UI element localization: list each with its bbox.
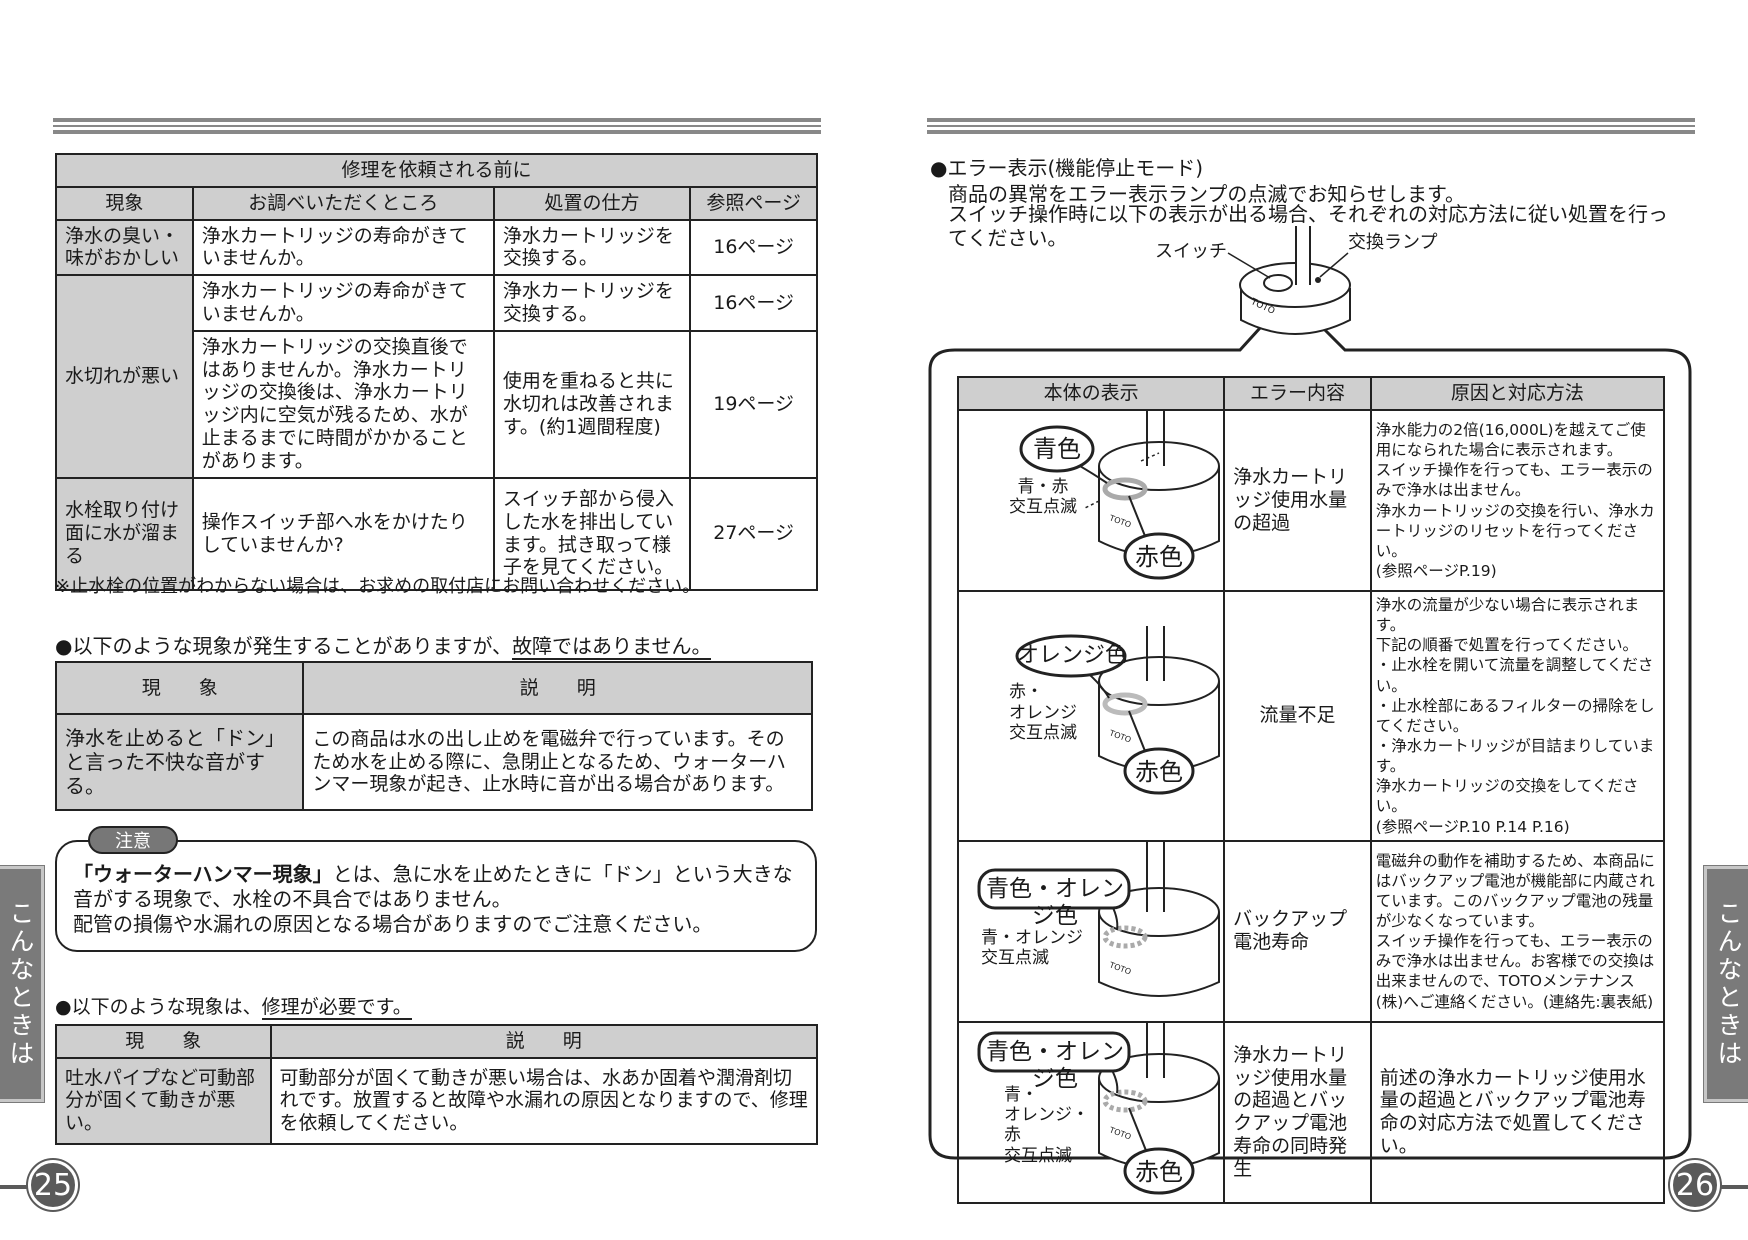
section2-heading: ●以下のような現象が発生することがありますが、故障ではありません。 [55, 630, 712, 660]
col-header-cause: 原因と対応方法 [1369, 376, 1666, 411]
troubleshoot-table: 修理を依頼される前に 現象 お調べいただくところ 処置の仕方 参照ページ 浄水の… [55, 153, 818, 591]
page-number-line-right [1720, 1185, 1748, 1189]
bubble-bottom: 赤色 [1135, 1157, 1183, 1186]
section2-heading-emphasis: 故障ではありません。 [512, 634, 712, 660]
col-header-phenomenon: 現 象 [54, 661, 305, 715]
col-header-display: 本体の表示 [956, 376, 1226, 411]
explanation-cell: この商品は水の出し止めを電磁弁で行っています。そのため水を止める際に、急閉止とな… [302, 713, 813, 811]
repair-needed-table: 現 象 説 明 吐水パイプなど可動部分が固くて動きが悪い。 可動部分が固くて動き… [55, 1024, 819, 1145]
caution-text-1: 「ウォーターハンマー現象」とは、急に水を止めたときに「ドン」という大きな音がする… [73, 862, 801, 912]
col-header-explanation: 説 明 [269, 1024, 819, 1059]
page-ref-cell: 19ページ [689, 329, 818, 479]
caution-label: 注意 [88, 826, 178, 854]
page-number-right: 26 [1670, 1160, 1720, 1210]
display-cell: 青色 赤色 青・赤 交互点滅 TOTO [956, 409, 1226, 592]
unit-illustration [1015, 626, 1220, 795]
check-cell: 操作スイッチ部へ水をかけたりしていませんか? [191, 476, 495, 591]
unit-illustration [977, 1022, 1220, 1195]
col-header-check: お調べいただくところ [191, 185, 495, 221]
blink-label: 青・ オレンジ・ 赤 交互点滅 [1004, 1084, 1089, 1166]
blink-label: 青・赤 交互点滅 [1009, 477, 1077, 518]
bubble-top: オレンジ色 [1017, 643, 1128, 669]
table-title: 修理を依頼される前に [55, 153, 818, 188]
error-heading: ●エラー表示(機能停止モード) [930, 156, 1204, 180]
check-cell: 浄水カートリッジの寿命がきていませんか。 [191, 218, 495, 277]
blink-label: 赤・ オレンジ 交互点滅 [1009, 682, 1077, 744]
error-cell: 流量不足 [1223, 590, 1372, 842]
cause-cell: 電磁弁の動作を補助するため、本商品にはバックアップ電池が機能部に内蔵されています… [1369, 839, 1666, 1023]
col-header-phenomenon: 現 象 [55, 1024, 272, 1059]
page-number-left: 25 [28, 1160, 78, 1210]
phenomenon-cell: 水栓取り付け面に水が溜まる [55, 476, 194, 591]
unit-illustration [977, 841, 1220, 997]
explanation-cell: 可動部分が固くて動きが悪い場合は、水あか固着や潤滑剤切れです。放置すると故障や水… [269, 1056, 819, 1145]
side-tab-left: こんなときは [0, 865, 45, 1103]
error-cell: 浄水カートリッジ使用水量の超過とバックアップ電池寿命の同時発生 [1223, 1020, 1372, 1204]
lamp-label: 交換ランプ [1348, 232, 1438, 253]
right-header-rule [927, 118, 1695, 134]
col-header-phenomenon: 現象 [55, 185, 194, 221]
error-intro-2: スイッチ操作時に以下の表示が出る場合、それぞれの対応方法に従い処置を行ってくださ… [948, 202, 1668, 250]
display-cell: オレンジ色 赤色 赤・ オレンジ 交互点滅 TOTO [956, 590, 1226, 842]
phenomenon-cell: 吐水パイプなど可動部分が固くて動きが悪い。 [55, 1056, 272, 1145]
action-cell: 浄水カートリッジを交換する。 [492, 274, 692, 332]
phenomenon-cell: 浄水の臭い・味がおかしい [55, 218, 194, 277]
caution-body: とは、急に水を止めたときに「ドン」という大きな音がする現象で、水栓の不具合ではあ… [73, 862, 793, 911]
cause-cell: 浄水の流量が少ない場合に表示されます。 下記の順番で処置を行ってください。 ・止… [1369, 590, 1666, 842]
side-tab-right: こんなときは [1703, 865, 1748, 1103]
cause-cell: 前述の浄水カートリッジ使用水量の超過とバックアップ電池寿命の対応方法で処置してく… [1369, 1020, 1666, 1204]
col-header-page: 参照ページ [689, 185, 818, 221]
bubble-bottom: 赤色 [1135, 758, 1183, 787]
section3-heading: ●以下のような現象は、修理が必要です。 [55, 992, 412, 1020]
section3-heading-text: ●以下のような現象は、 [55, 996, 262, 1018]
display-cell: 青色・オレンジ色 青・オレンジ 交互点滅 TOTO [956, 839, 1226, 1023]
switch-label: スイッチ [1155, 241, 1227, 262]
bubble-top: 青色・オレンジ色 [986, 1038, 1124, 1093]
error-cell: 浄水カートリッジ使用水量の超過 [1223, 409, 1372, 592]
action-cell: スイッチ部から侵入した水を排出しています。拭き取って様子を見てください。 [492, 476, 692, 591]
page-ref-cell: 27ページ [689, 476, 818, 591]
error-intro-1: 商品の異常をエラー表示ランプの点滅でお知らせします。 [948, 182, 1465, 206]
blink-label: 青・オレンジ 交互点滅 [981, 927, 1083, 969]
action-cell: 浄水カートリッジを交換する。 [492, 218, 692, 277]
check-cell: 浄水カートリッジの交換直後ではありませんか。浄水カートリッジの交換後は、浄水カー… [191, 329, 495, 479]
error-cell: バックアップ電池寿命 [1223, 839, 1372, 1023]
section2-heading-text: ●以下のような現象が発生することがありますが、 [55, 634, 513, 658]
cause-cell: 浄水能力の2倍(16,000L)を越えてご使用になられた場合に表示されます。 ス… [1369, 409, 1666, 592]
caution-bold: 「ウォーターハンマー現象」 [73, 862, 333, 886]
phenomenon-cell: 浄水を止めると「ドン」と言った不快な音がする。 [54, 713, 305, 811]
bubble-top: 青色 [1033, 435, 1081, 463]
col-header-error: エラー内容 [1223, 376, 1372, 411]
section3-heading-emphasis: 修理が必要です。 [261, 996, 412, 1020]
brand-mark-top: TOTO [1249, 297, 1277, 317]
page-ref-cell: 16ページ [689, 218, 818, 277]
bubble-bottom: 赤色 [1135, 543, 1183, 571]
display-cell: 青色・オレンジ色 赤色 青・ オレンジ・ 赤 交互点滅 TOTO [956, 1020, 1226, 1204]
phenomenon-cell: 水切れが悪い [55, 274, 194, 479]
caution-text-2: 配管の損傷や水漏れの原因となる場合がありますのでご注意ください。 [73, 912, 713, 936]
error-table: 本体の表示 エラー内容 原因と対応方法 青色 [956, 376, 1666, 1204]
unit-illustration [1019, 411, 1220, 580]
not-fault-table: 現 象 説 明 浄水を止めると「ドン」と言った不快な音がする。 この商品は水の出… [54, 661, 813, 811]
col-header-action: 処置の仕方 [492, 185, 692, 221]
col-header-explanation: 説 明 [302, 661, 813, 715]
page-ref-cell: 16ページ [689, 274, 818, 332]
bubble-top: 青色・オレンジ色 [986, 875, 1124, 930]
action-cell: 使用を重ねると共に水切れは改善されます。(約1週間程度) [492, 329, 692, 479]
left-header-rule [53, 118, 821, 134]
check-cell: 浄水カートリッジの寿命がきていませんか。 [191, 274, 495, 332]
page-number-line-left [0, 1185, 30, 1189]
table-note: ※止水栓の位置がわからない場合は、お求めの取付店にお問い合わせください。 [55, 576, 701, 597]
caution-box: 「ウォーターハンマー現象」とは、急に水を止めたときに「ドン」という大きな音がする… [55, 840, 817, 952]
